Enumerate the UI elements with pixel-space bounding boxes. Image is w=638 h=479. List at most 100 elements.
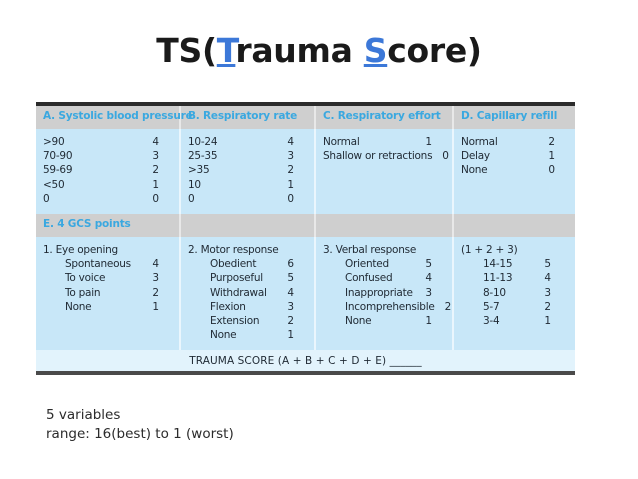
entry-label: 14-15: [483, 258, 513, 271]
title-part-pre: TS(: [156, 31, 217, 70]
entry-label: Spontaneous: [65, 258, 131, 271]
note-score-range: range: 16(best) to 1 (worst): [46, 426, 234, 442]
entry-value: 3: [544, 286, 551, 299]
list-item: Inappropriate 3: [323, 286, 446, 300]
entry-value: 3: [152, 272, 159, 285]
column-header-systolic-blood-pressure: A. Systolic blood pressure: [36, 106, 193, 129]
entry-label: 8-10: [483, 286, 506, 299]
entry-value: 0: [548, 164, 555, 177]
entry-label: 10-24: [188, 136, 218, 148]
title-part-mid1: rauma: [235, 31, 364, 70]
table-footer-row: TRAUMA SCORE (A + B + C + D + E) ______: [36, 350, 575, 372]
list-item: 0 0: [188, 192, 308, 206]
entry-value: 3: [287, 300, 294, 313]
gcs-section-header-row: E. 4 GCS points: [36, 214, 575, 238]
entry-value: 4: [425, 272, 432, 285]
table-row: 1. Eye opening Spontaneous 4 To voice 3 …: [36, 237, 575, 351]
list-item: Spontaneous 4: [43, 257, 173, 271]
entry-label: Normal: [323, 136, 360, 148]
group-title-gcs-sum: (1 + 2 + 3): [461, 244, 518, 257]
entry-label: Delay: [461, 150, 490, 163]
list-item: Oriented 5: [323, 257, 446, 271]
section-header-blank-c: [316, 214, 454, 238]
entry-value: 0: [152, 192, 159, 205]
list-item: Shallow or retractions 0: [323, 149, 449, 163]
list-item: Purposeful 5: [188, 271, 308, 285]
column-header-respiratory-rate: B. Respiratory rate: [181, 106, 316, 129]
list-item: None 1: [43, 300, 173, 314]
trauma-score-total-label: TRAUMA SCORE (A + B + C + D + E) ______: [189, 354, 422, 367]
entry-value: 3: [425, 286, 432, 299]
entry-label: None: [65, 300, 92, 313]
entry-label: 59-69: [43, 164, 73, 177]
entry-label: 11-13: [483, 272, 513, 285]
entry-label: Obedient: [210, 258, 257, 271]
entry-value: 3: [287, 150, 294, 163]
list-item: 3-4 1: [461, 314, 569, 328]
entry-value: 2: [287, 315, 294, 328]
list-item: To voice 3: [43, 271, 173, 285]
entry-value: 2: [152, 286, 159, 299]
list-item: None 1: [323, 314, 446, 328]
entry-label: Extension: [210, 315, 260, 328]
entry-label: None: [345, 315, 372, 328]
list-item: To pain 2: [43, 286, 173, 300]
entry-value: 2: [152, 164, 159, 177]
list-item: Extension 2: [188, 314, 308, 328]
entry-value: 5: [425, 258, 432, 271]
list-item: 5-7 2: [461, 300, 569, 314]
entry-value: 1: [152, 178, 159, 191]
group-title-eye-opening: 1. Eye opening: [43, 244, 118, 257]
list-item: 14-15 5: [461, 257, 569, 271]
column-header-capillary-refill: D. Capillary refill: [461, 110, 558, 122]
group-title-motor-response: 2. Motor response: [188, 244, 279, 257]
entry-value: 1: [544, 315, 551, 328]
section-header-blank-b: [181, 214, 316, 238]
list-item: 70-90 3: [43, 149, 173, 163]
list-item: 10 1: [188, 178, 308, 192]
list-item: None 1: [188, 328, 308, 342]
entry-value: 1: [152, 300, 159, 313]
entry-value: 3: [152, 150, 159, 163]
list-item: Flexion 3: [188, 300, 308, 314]
page-title: TS(Trauma Score): [0, 31, 638, 70]
cell-verbal-response: 3. Verbal response Oriented 5 Confused 4…: [316, 237, 454, 351]
column-header-respiratory-effort: C. Respiratory effort: [316, 106, 454, 129]
entry-label: 3-4: [483, 315, 500, 328]
list-item: None 0: [461, 163, 569, 177]
title-highlight-t: T: [216, 31, 236, 70]
entry-label: Flexion: [210, 300, 246, 313]
cell-systolic-blood-pressure: >90 4 70-90 3 59-69 2 <50 1 0 0: [36, 129, 181, 215]
list-item: 0 0: [43, 192, 173, 206]
entry-label: Incomprehensible: [345, 300, 435, 313]
list-item: Obedient 6: [188, 257, 308, 271]
entry-label: Withdrawal: [210, 286, 267, 299]
entry-label: >35: [188, 164, 210, 177]
entry-value: 1: [287, 329, 294, 342]
entry-value: 4: [287, 136, 294, 148]
list-item: Incomprehensible 2: [323, 300, 451, 314]
list-item: Withdrawal 4: [188, 286, 308, 300]
entry-label: 25-35: [188, 150, 218, 163]
cell-eye-opening: 1. Eye opening Spontaneous 4 To voice 3 …: [36, 237, 181, 351]
list-item: >90 4: [43, 135, 173, 149]
title-highlight-s: S: [363, 31, 388, 70]
entry-label: 5-7: [483, 300, 500, 313]
list-item: 8-10 3: [461, 286, 569, 300]
entry-value: 5: [544, 258, 551, 271]
list-item: <50 1: [43, 178, 173, 192]
list-item: Delay 1: [461, 149, 569, 163]
list-item: 10-24 4: [188, 135, 308, 149]
entry-label: Shallow or retractions: [323, 150, 433, 163]
list-item: >35 2: [188, 163, 308, 177]
entry-label: 10: [188, 178, 201, 191]
entry-label: To voice: [65, 272, 106, 285]
list-item: 59-69 2: [43, 163, 173, 177]
entry-value: 4: [152, 258, 159, 271]
entry-label: 70-90: [43, 150, 73, 163]
entry-value: 0: [442, 150, 449, 163]
note-variables-count: 5 variables: [46, 407, 121, 423]
entry-label: 0: [43, 192, 50, 205]
entry-value: 2: [544, 300, 551, 313]
entry-label: Oriented: [345, 258, 389, 271]
